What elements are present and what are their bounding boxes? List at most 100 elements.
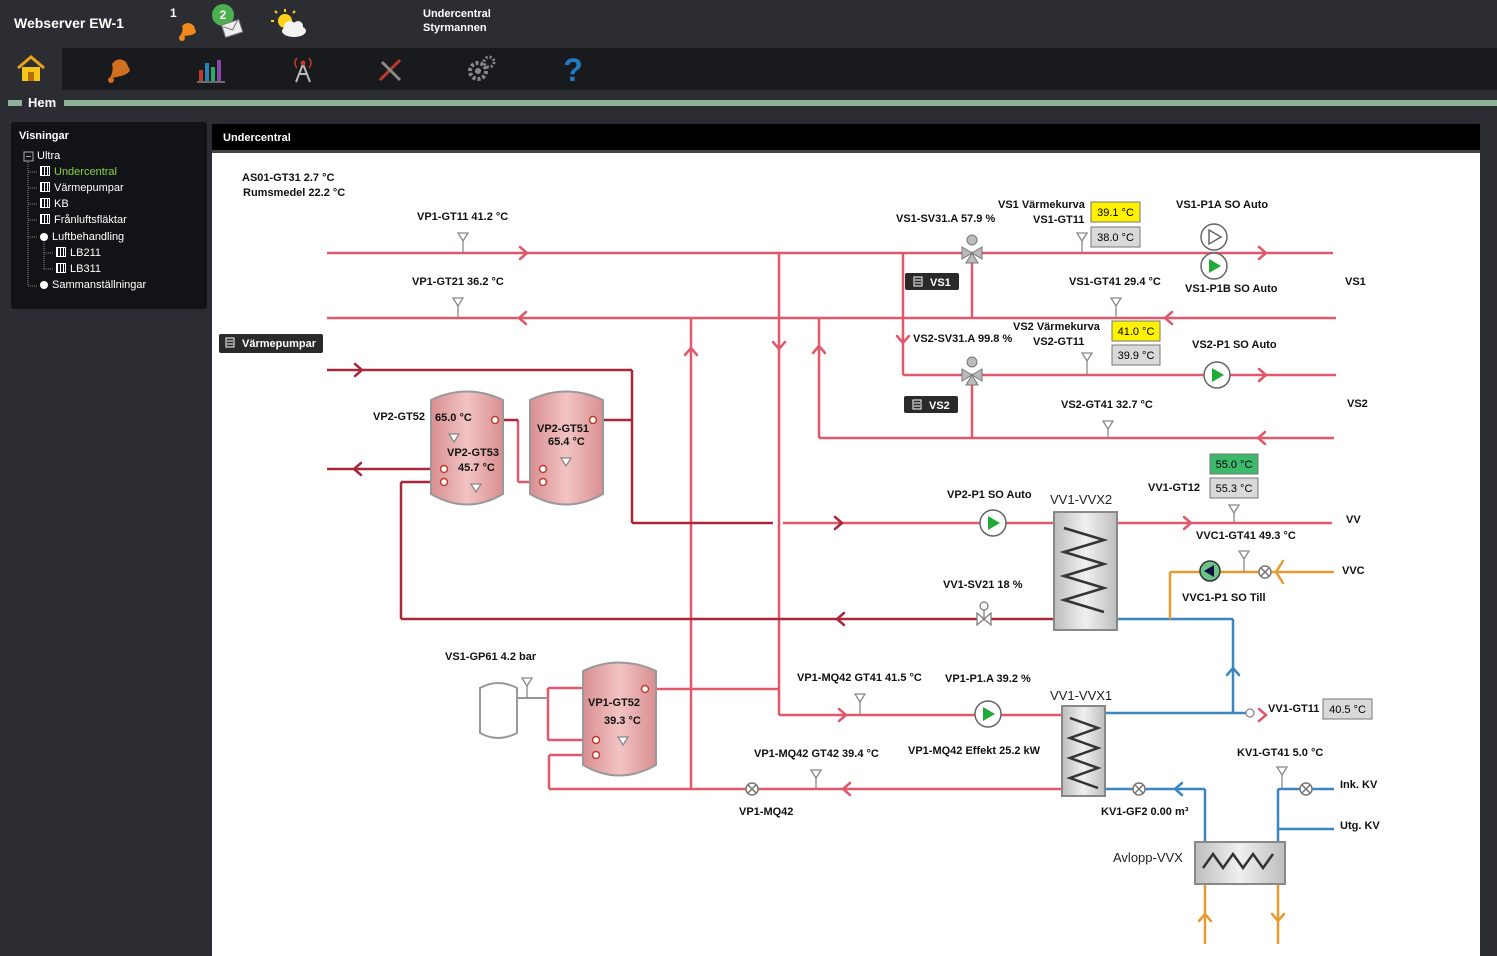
message-envelope-icon[interactable] xyxy=(220,18,244,40)
valve-vs2-sv31-icon[interactable] xyxy=(961,356,983,386)
pump-vp1-p1-icon[interactable] xyxy=(974,700,1002,728)
tree-item-label: Undercentral xyxy=(54,166,117,178)
views-tree-panel: Visningar Ultra Undercentral Värmepumpar… xyxy=(11,122,207,309)
view-icon xyxy=(40,166,50,176)
help-question-icon[interactable]: ? xyxy=(558,54,588,84)
vp1-gt52-value: 39.3 °C xyxy=(604,715,641,727)
tank-vp2-right xyxy=(529,390,604,506)
valve-vv1-sv21-icon[interactable] xyxy=(976,601,992,627)
vs1-varmekurva-label: VS1 Värmekurva xyxy=(998,199,1086,211)
rumsmedel-label: Rumsmedel 22.2 °C xyxy=(243,187,345,199)
vp1-mq42-label: VP1-MQ42 xyxy=(739,806,793,818)
tree-item-label: Luftbehandling xyxy=(52,231,125,243)
site-title-line2: Styrmannen xyxy=(423,22,487,34)
vs2-view-button[interactable]: VS2 xyxy=(904,396,958,413)
vv1-gt12-value: 55.3 °C xyxy=(1216,483,1253,495)
tree-item-luftbehandling[interactable]: Luftbehandling xyxy=(40,231,124,243)
vs1-gt11-box: 38.0 °C xyxy=(1090,226,1141,248)
vp2-gt52-value: 65.0 °C xyxy=(435,412,472,424)
tree-item-franluftsflaktar[interactable]: Frånluftsfläktar xyxy=(40,214,127,226)
home-icon[interactable] xyxy=(16,54,46,84)
view-icon xyxy=(40,198,50,208)
breadcrumb-home[interactable]: Hem xyxy=(28,95,57,110)
breadcrumb-line-left xyxy=(8,100,22,106)
vs1-gt11-label: VS1-GT11 xyxy=(1033,214,1084,226)
pump-vs1-p1b-icon[interactable] xyxy=(1200,252,1228,280)
vp1-gt11-label: VP1-GT11 41.2 °C xyxy=(417,211,508,223)
top-bar: Webserver EW-1 1 2 Undercentral Styrmann… xyxy=(0,0,1497,48)
vvc-circuit-label: VVC xyxy=(1342,565,1365,577)
vv1-gt12-setpoint-box[interactable]: 55.0 °C xyxy=(1209,453,1259,475)
pump-vs1-p1a-icon[interactable] xyxy=(1200,223,1228,251)
vv1-vvx2-label: VV1-VVX2 xyxy=(1050,492,1112,507)
alarm-count: 1 xyxy=(170,6,177,20)
vs2-setpoint-value: 41.0 °C xyxy=(1118,326,1155,338)
vs1-p1b-label: VS1-P1B SO Auto xyxy=(1185,283,1278,295)
alarm-bell-icon[interactable] xyxy=(174,18,200,42)
svg-text:?: ? xyxy=(563,54,583,84)
main-panel: Undercentral xyxy=(212,124,1480,956)
weather-sun-cloud-icon[interactable] xyxy=(270,8,310,40)
utg-kv-label: Utg. KV xyxy=(1340,820,1380,832)
vs2-sv31-label: VS2-SV31.A 99.8 % xyxy=(913,333,1012,345)
vp2-gt51-value: 65.4 °C xyxy=(548,436,585,448)
pump-vp2-p1-icon[interactable] xyxy=(979,509,1007,537)
tools-icon[interactable] xyxy=(376,54,406,84)
valve-vs1-sv31-icon[interactable] xyxy=(961,234,983,264)
tree-item-label: KB xyxy=(54,198,69,210)
pump-vvc1-p1-icon[interactable] xyxy=(1199,560,1221,582)
tree-item-kb[interactable]: KB xyxy=(40,198,69,210)
alarm-bell-icon[interactable] xyxy=(104,54,134,84)
vv1-gt11-box: 40.5 °C xyxy=(1322,698,1373,720)
tree-item-undercentral[interactable]: Undercentral xyxy=(40,166,117,178)
tank-vp2-left xyxy=(430,390,504,506)
tree-item-lb211[interactable]: LB211 xyxy=(56,247,101,259)
vp2-gt53-value: 45.7 °C xyxy=(458,462,495,474)
vv1-vvx1-label: VV1-VVX1 xyxy=(1050,688,1112,703)
vs2-gt11-label: VS2-GT11 xyxy=(1033,336,1084,348)
vp2-gt52-label: VP2-GT52 xyxy=(373,411,425,423)
vp1-mq42-gt42-label: VP1-MQ42 GT42 39.4 °C xyxy=(754,748,879,760)
site-title-line1: Undercentral xyxy=(423,8,491,20)
main-toolbar: ? xyxy=(0,48,1497,90)
process-diagram: VS1 VS2 Värmepumpar 39.1 °C 38.0 °C 41.0… xyxy=(219,172,1380,944)
vs2-p1-label: VS2-P1 SO Auto xyxy=(1192,339,1277,351)
vp1-mq42-effekt-label: VP1-MQ42 Effekt 25.2 kW xyxy=(908,745,1041,757)
varmepumpar-view-button[interactable]: Värmepumpar xyxy=(219,334,323,353)
vs2-circuit-label: VS2 xyxy=(1347,398,1368,410)
settings-gears-icon[interactable] xyxy=(466,54,496,84)
view-icon xyxy=(40,182,50,192)
tree-item-lb311[interactable]: LB311 xyxy=(56,263,101,275)
heat-exchanger-avlopp xyxy=(1194,841,1286,885)
vp1-gt21-label: VP1-GT21 36.2 °C xyxy=(412,276,504,288)
vs1-view-button[interactable]: VS1 xyxy=(905,273,959,290)
app-title: Webserver EW-1 xyxy=(14,15,124,31)
vs2-button-label: VS2 xyxy=(929,400,950,412)
antenna-tower-icon[interactable] xyxy=(288,54,318,84)
sensor-icons xyxy=(447,232,1289,789)
tree-root-ultra[interactable]: Ultra xyxy=(37,150,61,162)
vp2-gt53-label: VP2-GT53 xyxy=(447,447,499,459)
vp2-p1-label: VP2-P1 SO Auto xyxy=(947,489,1032,501)
vs1-setpoint-box[interactable]: 39.1 °C xyxy=(1090,201,1141,223)
vv1-gt12-setpoint-value: 55.0 °C xyxy=(1216,459,1253,471)
pump-vs2-p1-icon[interactable] xyxy=(1203,361,1231,389)
trend-chart-icon[interactable] xyxy=(196,54,226,84)
tree-item-varmepumpar[interactable]: Värmepumpar xyxy=(40,182,124,194)
view-icon xyxy=(40,214,50,224)
nav-home-tab[interactable] xyxy=(0,48,62,90)
panel-title: Undercentral xyxy=(223,132,291,144)
vv-circuit-label: VV xyxy=(1346,514,1361,526)
flow-arrows xyxy=(352,245,1286,923)
panel-header: Undercentral xyxy=(212,124,1480,153)
vv1-sv21-label: VV1-SV21 18 % xyxy=(943,579,1023,591)
tree-lines xyxy=(23,151,54,287)
message-count-badge[interactable]: 2 xyxy=(212,4,234,26)
vvc1-gt41-label: VVC1-GT41 49.3 °C xyxy=(1196,530,1296,542)
pipes-light-red xyxy=(327,251,1336,791)
tree-item-label: LB311 xyxy=(70,263,101,275)
vs2-setpoint-box[interactable]: 41.0 °C xyxy=(1111,320,1161,342)
vs1-sv31-label: VS1-SV31.A 57.9 % xyxy=(896,213,995,225)
tree-item-sammanstallningar[interactable]: Sammanställningar xyxy=(40,279,146,291)
vs1-setpoint-value: 39.1 °C xyxy=(1097,207,1134,219)
